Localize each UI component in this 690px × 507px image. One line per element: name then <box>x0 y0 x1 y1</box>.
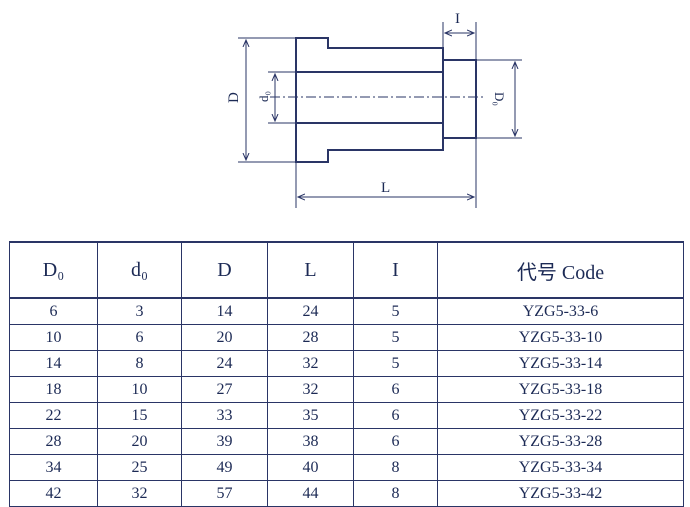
cell-D: 24 <box>181 350 268 377</box>
cell-I: 5 <box>353 324 438 351</box>
cell-D: 57 <box>181 480 268 507</box>
col-header-L: L <box>267 241 354 299</box>
cell-L: 24 <box>267 298 354 325</box>
table-row: 34 25 49 40 8 YZG5-33-34 <box>9 454 684 481</box>
label-D: D <box>226 92 242 103</box>
table-row: 6 3 14 24 5 YZG5-33-6 <box>9 298 684 325</box>
cell-D: 33 <box>181 402 268 429</box>
cell-L: 35 <box>267 402 354 429</box>
label-D0: D₀ <box>492 92 507 106</box>
cell-D0: 14 <box>9 350 98 377</box>
cell-D0: 42 <box>9 480 98 507</box>
cell-code: YZG5-33-14 <box>437 350 684 377</box>
cell-I: 6 <box>353 376 438 403</box>
cell-D0: 28 <box>9 428 98 455</box>
dimension-lines <box>238 22 522 208</box>
table-row: 10 6 20 28 5 YZG5-33-10 <box>9 324 684 351</box>
cell-D: 49 <box>181 454 268 481</box>
col-header-D: D <box>181 241 268 299</box>
cell-d0: 32 <box>97 480 182 507</box>
cell-D0: 6 <box>9 298 98 325</box>
bushing-outline <box>295 37 477 163</box>
cell-L: 28 <box>267 324 354 351</box>
cell-d0: 15 <box>97 402 182 429</box>
cell-d0: 10 <box>97 376 182 403</box>
cell-L: 44 <box>267 480 354 507</box>
cell-d0: 20 <box>97 428 182 455</box>
table-row: 42 32 57 44 8 YZG5-33-42 <box>9 480 684 507</box>
cell-code: YZG5-33-18 <box>437 376 684 403</box>
header-row: D₀ d₀ D L I 代号 Code <box>9 241 684 299</box>
cell-code: YZG5-33-10 <box>437 324 684 351</box>
col-header-code: 代号 Code <box>437 241 684 299</box>
table-row: 14 8 24 32 5 YZG5-33-14 <box>9 350 684 377</box>
cell-code: YZG5-33-6 <box>437 298 684 325</box>
col-header-I: I <box>353 241 438 299</box>
cell-code: YZG5-33-34 <box>437 454 684 481</box>
col-header-d0: d₀ <box>97 241 182 299</box>
cell-D: 20 <box>181 324 268 351</box>
cell-D: 14 <box>181 298 268 325</box>
cell-code: YZG5-33-22 <box>437 402 684 429</box>
cell-D0: 34 <box>9 454 98 481</box>
label-L: L <box>381 180 390 196</box>
cell-d0: 6 <box>97 324 182 351</box>
label-d0: d₀ <box>256 91 271 102</box>
cell-code: YZG5-33-28 <box>437 428 684 455</box>
cell-L: 32 <box>267 376 354 403</box>
cell-d0: 8 <box>97 350 182 377</box>
table-row: 28 20 39 38 6 YZG5-33-28 <box>9 428 684 455</box>
cell-D0: 18 <box>9 376 98 403</box>
cell-d0: 25 <box>97 454 182 481</box>
cell-L: 38 <box>267 428 354 455</box>
cell-D0: 22 <box>9 402 98 429</box>
cell-L: 32 <box>267 350 354 377</box>
cell-D0: 10 <box>9 324 98 351</box>
cell-I: 8 <box>353 454 438 481</box>
cell-D: 39 <box>181 428 268 455</box>
cell-code: YZG5-33-42 <box>437 480 684 507</box>
label-I: I <box>455 11 460 27</box>
cell-I: 6 <box>353 402 438 429</box>
cell-I: 5 <box>353 298 438 325</box>
col-header-D0: D₀ <box>9 241 98 299</box>
cell-I: 8 <box>353 480 438 507</box>
cell-D: 27 <box>181 376 268 403</box>
spec-table: D₀ d₀ D L I 代号 Code 6 3 14 24 5 YZG5-33-… <box>9 241 684 507</box>
table-row: 18 10 27 32 6 YZG5-33-18 <box>9 376 684 403</box>
cell-I: 6 <box>353 428 438 455</box>
table-row: 22 15 33 35 6 YZG5-33-22 <box>9 402 684 429</box>
cell-L: 40 <box>267 454 354 481</box>
bushing-diagram: D d₀ D₀ L I <box>226 11 522 208</box>
cell-I: 5 <box>353 350 438 377</box>
cell-d0: 3 <box>97 298 182 325</box>
